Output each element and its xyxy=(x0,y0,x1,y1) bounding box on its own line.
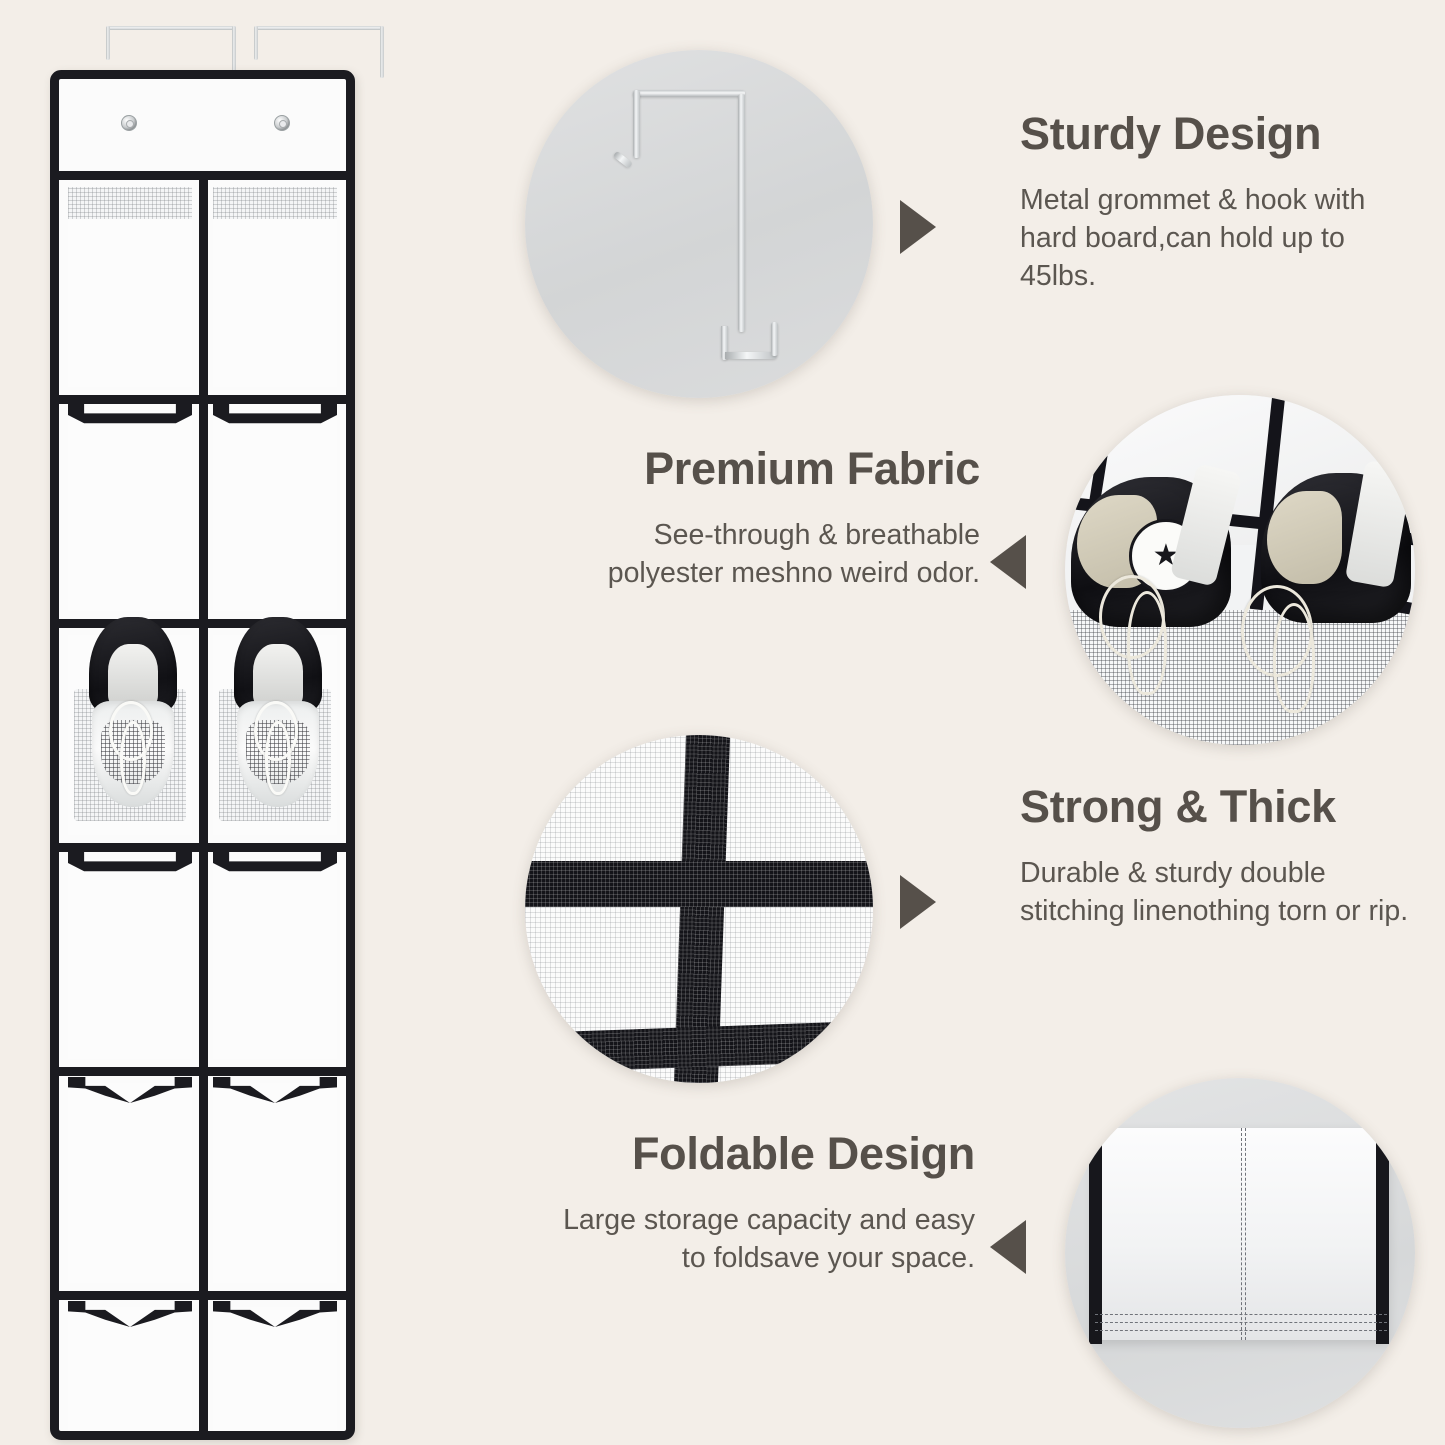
pocket-r6c2 xyxy=(213,1301,337,1431)
product-photo xyxy=(28,8,388,1440)
shoe-left xyxy=(89,617,177,807)
folded-organizer-image xyxy=(1065,1078,1415,1428)
feature-body: Metal grommet & hook with hard board,can… xyxy=(1020,183,1366,292)
pocket-r6c1 xyxy=(68,1301,192,1431)
arrow-right-icon xyxy=(900,200,936,254)
arrow-left-icon xyxy=(990,1220,1026,1274)
arrow-left-icon xyxy=(990,535,1026,589)
pocket-r2c1 xyxy=(68,403,192,611)
pocket-r4c1 xyxy=(68,851,192,1059)
pocket-r1c2 xyxy=(213,219,337,387)
feature-heading: Premium Fabric xyxy=(644,443,980,494)
pocket-r5c2 xyxy=(213,1077,337,1283)
feature-sturdy-design: Sturdy Design Metal grommet & hook with … xyxy=(500,40,1430,400)
pocket-r4c2 xyxy=(213,851,337,1059)
pocket-r1c1 xyxy=(68,219,192,387)
pocket-r2c2 xyxy=(213,403,337,611)
arrow-right-icon xyxy=(900,875,936,929)
feature-body: See-through & breathable polyester meshn… xyxy=(607,518,980,589)
feature-body: Durable & sturdy double stitching lineno… xyxy=(1020,856,1409,927)
double-stitching-binding-image xyxy=(525,735,873,1083)
feature-premium-fabric: Premium Fabric See-through & breathable … xyxy=(500,385,1430,755)
feature-foldable-design: Foldable Design Large storage capacity a… xyxy=(500,1068,1430,1438)
feature-heading: Strong & Thick xyxy=(1020,781,1336,832)
feature-strong-and-thick: Strong & Thick Durable & sturdy double s… xyxy=(500,725,1430,1095)
grommet-left xyxy=(121,115,137,131)
organizer-panel xyxy=(50,70,355,1440)
feature-body: Large storage capacity and easy to folds… xyxy=(563,1203,975,1274)
feature-heading: Foldable Design xyxy=(631,1128,975,1179)
metal-hook-closeup-image xyxy=(525,50,873,398)
pocket-r5c1 xyxy=(68,1077,192,1283)
grommet-right xyxy=(274,115,290,131)
feature-heading: Sturdy Design xyxy=(1020,108,1322,159)
shoe-right xyxy=(234,617,322,807)
sneakers-in-mesh-pockets-image: ★ xyxy=(1065,395,1415,745)
